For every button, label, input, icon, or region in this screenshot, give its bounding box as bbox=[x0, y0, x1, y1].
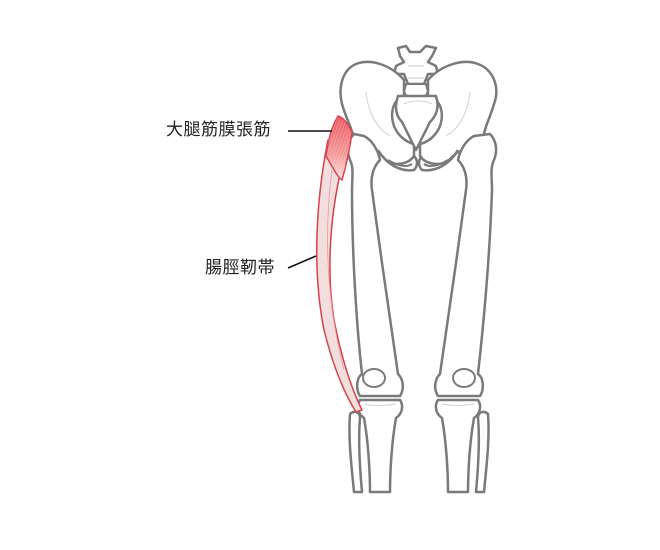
iliotibial-band bbox=[316, 139, 363, 413]
leader-line-itb bbox=[287, 255, 317, 269]
right-lower-leg bbox=[434, 398, 490, 494]
right-femur bbox=[434, 132, 498, 398]
label-tensor-fasciae-latae: 大腿筋膜張筋 bbox=[166, 120, 271, 140]
left-lower-leg bbox=[348, 398, 404, 494]
label-iliotibial-band: 腸脛靭帯 bbox=[205, 258, 275, 278]
tensor-fasciae-latae-muscle bbox=[325, 115, 353, 181]
left-femur bbox=[346, 132, 404, 398]
